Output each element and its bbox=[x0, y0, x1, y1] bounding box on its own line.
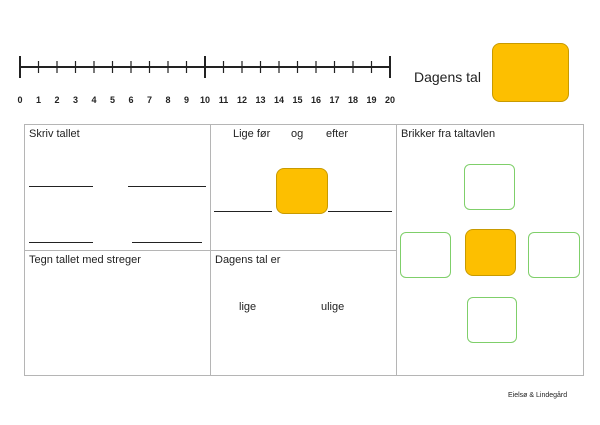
answer-line[interactable] bbox=[128, 186, 206, 187]
number-line-label: 8 bbox=[165, 95, 171, 105]
tile-center[interactable] bbox=[465, 229, 516, 276]
neighbor-center-box[interactable] bbox=[276, 168, 328, 214]
option-ulige[interactable]: ulige bbox=[321, 301, 345, 313]
tile-left[interactable] bbox=[400, 232, 451, 278]
answer-line-before[interactable] bbox=[214, 211, 272, 212]
number-line-label: 3 bbox=[72, 95, 79, 105]
number-line-label: 1 bbox=[35, 95, 42, 105]
cell-tegn[interactable]: Tegn tallet med streger bbox=[24, 250, 211, 376]
number-line-label: 12 bbox=[236, 95, 248, 105]
dagens-tal-label: Dagens tal bbox=[414, 69, 481, 85]
label-efter: efter bbox=[326, 128, 349, 140]
dagens-tal-box[interactable] bbox=[492, 43, 569, 102]
tile-top[interactable] bbox=[464, 164, 515, 210]
number-line-label: 0 bbox=[17, 95, 23, 105]
cell-neighbors: Lige før og efter bbox=[210, 124, 397, 251]
cell-skriv-tallet: Skriv tallet bbox=[24, 124, 211, 251]
cell-title-dagens-tal-er: Dagens tal er bbox=[215, 254, 281, 266]
cell-brikker: Brikker fra taltavlen bbox=[396, 124, 584, 376]
number-line-label: 16 bbox=[310, 95, 322, 105]
label-og: og bbox=[291, 128, 304, 140]
number-line-label: 10 bbox=[199, 95, 211, 105]
answer-line-after[interactable] bbox=[328, 211, 392, 212]
cell-title-skriv-tallet: Skriv tallet bbox=[29, 128, 80, 140]
number-line-label: 9 bbox=[183, 95, 190, 105]
tile-right[interactable] bbox=[528, 232, 580, 278]
answer-line[interactable] bbox=[132, 242, 202, 243]
label-lige-foer: Lige før bbox=[233, 128, 271, 140]
number-line-graphic bbox=[19, 56, 391, 78]
cell-title-brikker: Brikker fra taltavlen bbox=[401, 128, 496, 140]
number-line-label: 6 bbox=[128, 95, 134, 105]
number-line-label: 4 bbox=[91, 95, 97, 105]
number-line-label: 19 bbox=[366, 95, 377, 105]
number-line-label: 18 bbox=[347, 95, 359, 105]
answer-line[interactable] bbox=[29, 186, 93, 187]
number-line-label: 7 bbox=[146, 95, 153, 105]
credit-text: Eielsø & Lindegård bbox=[508, 392, 568, 399]
number-line-label: 5 bbox=[109, 95, 116, 105]
number-line-label: 20 bbox=[384, 95, 396, 105]
number-line-label: 13 bbox=[255, 95, 266, 105]
number-line-label: 14 bbox=[273, 95, 285, 105]
answer-line[interactable] bbox=[29, 242, 93, 243]
cell-title-tegn: Tegn tallet med streger bbox=[29, 254, 141, 266]
number-line-label: 15 bbox=[292, 95, 303, 105]
cell-dagens-tal-er: Dagens tal er lige ulige bbox=[210, 250, 397, 376]
option-lige[interactable]: lige bbox=[239, 301, 257, 313]
number-line-label: 2 bbox=[54, 95, 60, 105]
tile-bottom[interactable] bbox=[467, 297, 517, 343]
number-line-label: 17 bbox=[329, 95, 340, 105]
number-line-label: 11 bbox=[218, 95, 229, 105]
